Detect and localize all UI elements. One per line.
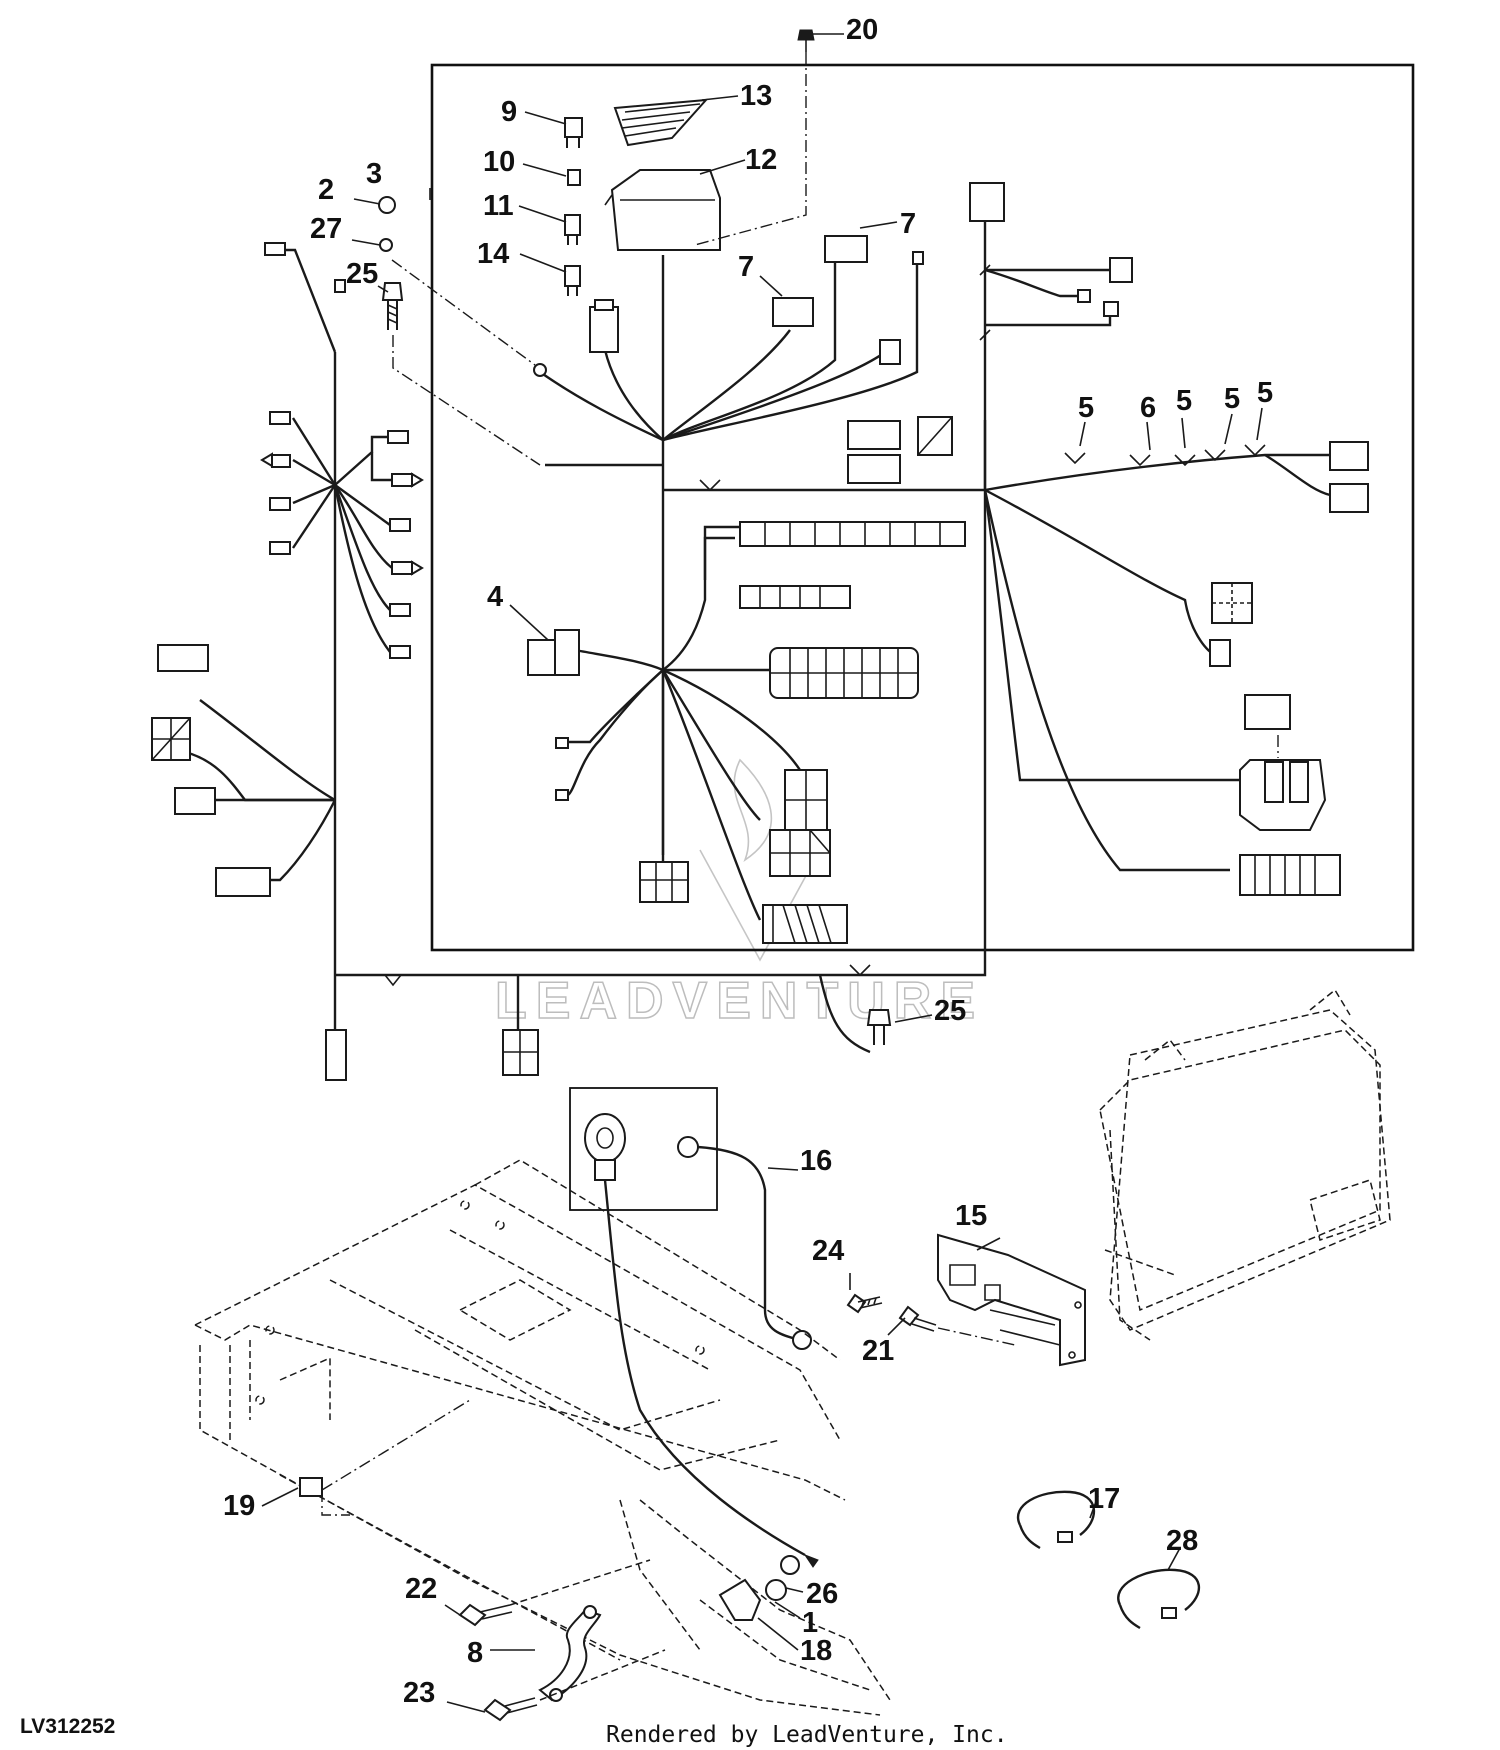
- callout-5-b: 5: [1176, 385, 1192, 417]
- assembly-lines: [391, 52, 1279, 758]
- callout-6: 6: [1140, 392, 1156, 424]
- machine-frame-outline: [194, 1159, 891, 1716]
- bolt-hardware-lower: [846, 1293, 1016, 1346]
- callout-25-upper: 25: [346, 258, 378, 290]
- callout-labels: 20 13 9 3 10 12 2 11 27 7 14 7 25 5 6 5 …: [223, 14, 1273, 1709]
- fuse-box: [564, 98, 721, 296]
- callout-22: 22: [405, 1573, 437, 1605]
- callout-5-a: 5: [1078, 392, 1094, 424]
- callout-1: 1: [802, 1607, 818, 1639]
- callout-3: 3: [366, 158, 382, 190]
- callout-4: 4: [487, 581, 503, 613]
- callout-14: 14: [477, 238, 509, 270]
- callout-26: 26: [806, 1578, 838, 1610]
- callout-28: 28: [1166, 1525, 1198, 1557]
- callout-leaders: [261, 33, 1263, 1713]
- callout-11: 11: [483, 190, 514, 222]
- callout-13: 13: [740, 80, 772, 112]
- callout-2: 2: [318, 174, 334, 206]
- callout-16: 16: [800, 1145, 832, 1177]
- callout-21: 21: [862, 1335, 894, 1367]
- seat-panel-outline: [1099, 988, 1391, 1341]
- watermark: LEADVENTURE: [495, 972, 984, 1030]
- callout-10: 10: [483, 146, 515, 178]
- bolts-and-nuts: [378, 29, 892, 1045]
- hose-clamps: [1016, 1490, 1201, 1630]
- mounting-bracket: [937, 1233, 1086, 1367]
- ground-cable: [584, 1113, 819, 1568]
- callout-27: 27: [310, 213, 342, 245]
- callout-23: 23: [403, 1677, 435, 1709]
- figure-id: LV312252: [20, 1715, 115, 1738]
- callout-18: 18: [800, 1635, 832, 1667]
- callout-24: 24: [812, 1235, 844, 1267]
- render-credit: Rendered by LeadVenture, Inc.: [606, 1722, 1008, 1748]
- ground-strap-hardware: [299, 1399, 800, 1722]
- callout-25-lower: 25: [934, 995, 966, 1027]
- callout-7-lower: 7: [738, 251, 754, 283]
- main-wiring-harness: [184, 195, 1331, 1054]
- harness-detail-frame: [430, 63, 1415, 952]
- callout-12: 12: [745, 144, 777, 176]
- callout-7-upper: 7: [900, 208, 916, 240]
- callout-19: 19: [223, 1490, 255, 1522]
- harness-connectors: [151, 182, 1369, 1081]
- callout-8: 8: [467, 1637, 483, 1669]
- watermark-logo: [699, 758, 821, 962]
- callout-20: 20: [846, 14, 878, 46]
- callout-5-c: 5: [1224, 383, 1240, 415]
- callout-5-d: 5: [1257, 377, 1273, 409]
- callout-17: 17: [1088, 1483, 1120, 1515]
- callout-15: 15: [955, 1200, 987, 1232]
- callout-9: 9: [501, 96, 517, 128]
